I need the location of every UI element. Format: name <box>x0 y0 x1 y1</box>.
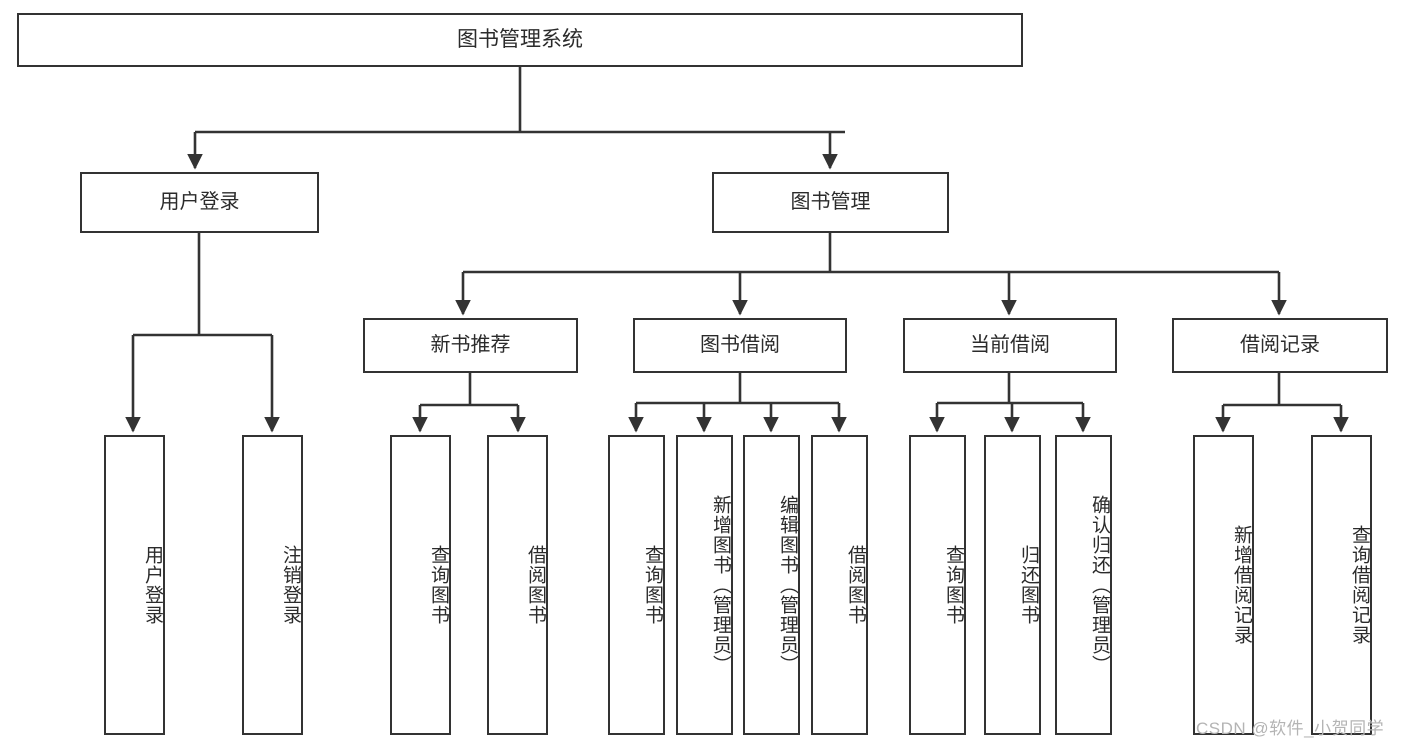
node-new-book-recommend[interactable]: 新书推荐 <box>363 318 578 373</box>
node-leaf-query-book-current-label: 查询图书 <box>943 545 964 625</box>
node-book-manage-label: 图书管理 <box>790 190 871 213</box>
node-new-book-recommend-label: 新书推荐 <box>430 333 511 356</box>
node-leaf-borrow-book[interactable]: 借阅图书 <box>811 435 868 735</box>
node-book-borrow-label: 图书借阅 <box>700 333 780 356</box>
node-borrow-record-label: 借阅记录 <box>1240 333 1320 356</box>
node-book-borrow[interactable]: 图书借阅 <box>633 318 847 373</box>
node-leaf-user-login-label: 用户登录 <box>142 545 163 625</box>
node-leaf-edit-book-admin-label: 编辑图书（管理员） <box>777 495 798 675</box>
node-leaf-confirm-return-admin[interactable]: 确认归还（管理员） <box>1055 435 1112 735</box>
node-user-login-label: 用户登录 <box>159 190 240 213</box>
node-leaf-query-book-current[interactable]: 查询图书 <box>909 435 966 735</box>
node-root[interactable]: 图书管理系统 <box>17 13 1023 67</box>
node-current-borrow[interactable]: 当前借阅 <box>903 318 1117 373</box>
watermark-text: CSDN @软件_小贺同学 <box>1196 719 1385 738</box>
node-leaf-query-book-rec[interactable]: 查询图书 <box>390 435 451 735</box>
node-book-manage[interactable]: 图书管理 <box>712 172 949 233</box>
node-leaf-user-login[interactable]: 用户登录 <box>104 435 165 735</box>
node-root-label: 图书管理系统 <box>457 27 583 51</box>
node-leaf-query-book-borrow[interactable]: 查询图书 <box>608 435 665 735</box>
node-leaf-borrow-book-rec-label: 借阅图书 <box>525 545 546 625</box>
node-leaf-query-borrow-record[interactable]: 查询借阅记录 <box>1311 435 1372 735</box>
node-leaf-add-borrow-record[interactable]: 新增借阅记录 <box>1193 435 1254 735</box>
node-leaf-return-book[interactable]: 归还图书 <box>984 435 1041 735</box>
node-leaf-add-book-admin-label: 新增图书（管理员） <box>710 495 731 675</box>
node-leaf-add-borrow-record-label: 新增借阅记录 <box>1231 525 1252 645</box>
node-user-login[interactable]: 用户登录 <box>80 172 319 233</box>
node-leaf-logout-label: 注销登录 <box>280 545 301 625</box>
node-leaf-confirm-return-admin-label: 确认归还（管理员） <box>1089 495 1110 675</box>
node-leaf-return-book-label: 归还图书 <box>1018 545 1039 625</box>
node-leaf-borrow-book-rec[interactable]: 借阅图书 <box>487 435 548 735</box>
node-current-borrow-label: 当前借阅 <box>970 333 1050 356</box>
node-leaf-borrow-book-label: 借阅图书 <box>845 545 866 625</box>
node-borrow-record[interactable]: 借阅记录 <box>1172 318 1388 373</box>
node-leaf-query-book-rec-label: 查询图书 <box>428 545 449 625</box>
node-leaf-add-book-admin[interactable]: 新增图书（管理员） <box>676 435 733 735</box>
node-leaf-edit-book-admin[interactable]: 编辑图书（管理员） <box>743 435 800 735</box>
node-leaf-logout[interactable]: 注销登录 <box>242 435 303 735</box>
node-leaf-query-book-borrow-label: 查询图书 <box>642 545 663 625</box>
node-leaf-query-borrow-record-label: 查询借阅记录 <box>1349 525 1370 645</box>
